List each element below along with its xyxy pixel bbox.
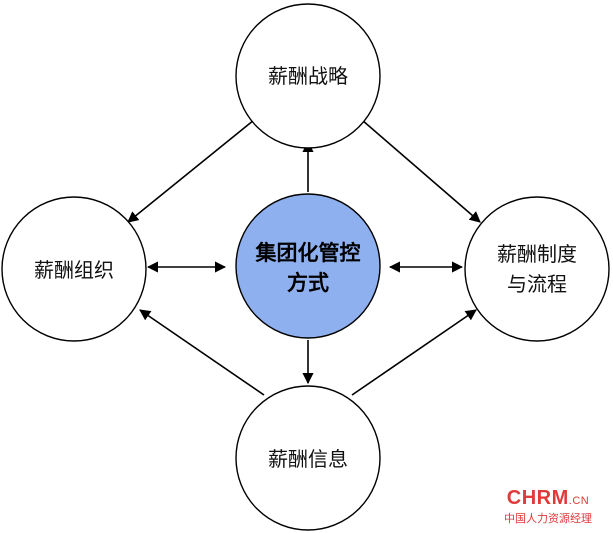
connectors [127, 119, 481, 396]
node-center-label-line2: 方式 [287, 271, 329, 295]
chrm-watermark-logo: CHRM.CN 中国人力资源经理 [493, 487, 603, 525]
watermark-tld: .CN [568, 495, 590, 507]
arrow-top-to-right [361, 119, 481, 223]
node-top: 薪酬战略 [235, 3, 381, 149]
node-right-label-line2: 与流程 [507, 272, 567, 296]
node-center-label-line1: 集团化管控 [255, 241, 361, 265]
node-bottom: 薪酬信息 [235, 385, 381, 531]
node-center: 集团化管控 方式 [235, 193, 381, 339]
node-left-circle [1, 196, 147, 342]
node-right: 薪酬制度 与流程 [464, 196, 610, 342]
node-top-label: 薪酬战略 [268, 64, 348, 88]
node-left: 薪酬组织 [1, 196, 147, 342]
node-top-circle [235, 3, 381, 149]
node-bottom-circle [235, 385, 381, 531]
arrow-bottom-to-right [351, 309, 477, 396]
watermark-subtitle: 中国人力资源经理 [504, 512, 592, 525]
watermark-brand: CHRM [506, 487, 569, 509]
arrow-top-to-left [127, 119, 255, 223]
node-center-circle [235, 193, 381, 339]
node-left-label: 薪酬组织 [34, 258, 114, 282]
node-right-circle [464, 196, 610, 342]
node-bottom-label: 薪酬信息 [268, 447, 348, 471]
arrow-bottom-to-left [139, 309, 265, 396]
node-right-label-line1: 薪酬制度 [497, 242, 577, 266]
